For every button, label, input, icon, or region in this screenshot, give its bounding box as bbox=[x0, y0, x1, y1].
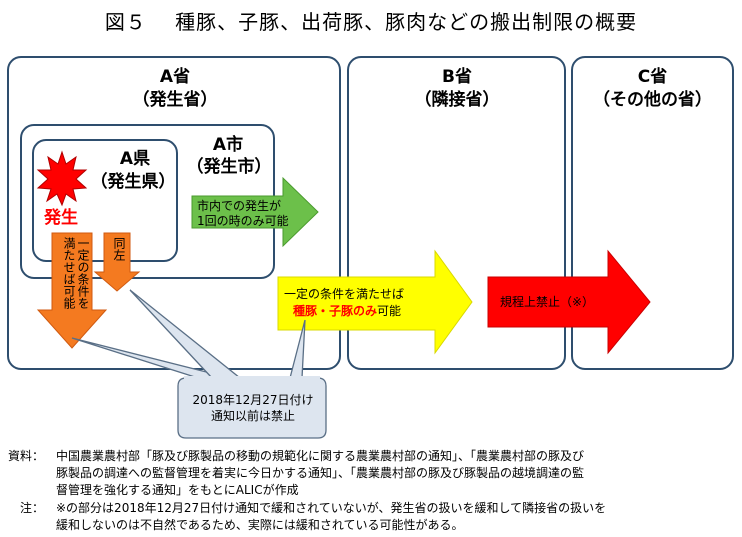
arrow-city-text-2: 1回の時のみ可能 bbox=[197, 214, 289, 228]
footer-source-line-1: 中国農業農村部「豚及び豚製品の移動の規範化に関する農業農村部の通知」、「農業農村… bbox=[56, 449, 585, 463]
county-a-name: A県 bbox=[119, 149, 151, 169]
outbreak-label: 発生 bbox=[44, 208, 78, 228]
province-b-role: （隣接省） bbox=[414, 90, 500, 110]
province-b-name: B省 bbox=[442, 67, 472, 87]
outbreak-explosion-icon bbox=[36, 150, 88, 207]
arrow-yellow-emph: 種豚・子豚のみ bbox=[293, 304, 378, 318]
arrow-yellow-text-2: 種豚・子豚のみ可能 bbox=[293, 304, 453, 319]
callout-mask bbox=[184, 376, 320, 386]
footer-note-label: 注： bbox=[20, 501, 45, 515]
arrow-yellow-rest: 可能 bbox=[377, 304, 402, 318]
arrow-down-left bbox=[36, 232, 108, 349]
arrow-red bbox=[487, 249, 651, 355]
footer-source-label: 資料： bbox=[8, 449, 45, 463]
arrow-yellow-text-1: 一定の条件を満たせば bbox=[284, 287, 405, 301]
arrow-city-text-1: 市内での発生が bbox=[197, 199, 282, 213]
city-a-role: （発生市） bbox=[186, 157, 272, 177]
footer-source-line-2: 豚製品の調達への監督管理を着実に今日かする通知」、「農業農村部の豚及び豚製品の越… bbox=[56, 466, 585, 480]
figure-title: 図５ 種豚、子豚、出荷豚、豚肉などの搬出制限の概要 bbox=[104, 10, 638, 34]
province-a-name: A省 bbox=[159, 67, 191, 87]
callout-text-1: 2018年12月27日付け bbox=[192, 393, 314, 407]
arrow-yellow bbox=[277, 249, 473, 355]
arrow-down-right-text: 同左 bbox=[112, 237, 126, 261]
callout-pointer bbox=[129, 289, 242, 379]
arrow-down-left-text: 一定の条件を満たせば可能 bbox=[62, 237, 90, 309]
province-c-role: （その他の省） bbox=[593, 90, 712, 110]
arrow-down-right bbox=[93, 232, 141, 292]
city-a-name: A市 bbox=[212, 135, 244, 155]
province-c-name: C省 bbox=[637, 67, 668, 87]
arrow-red-text: 規程上禁止（※） bbox=[500, 295, 595, 309]
callout-text-2: 通知以前は禁止 bbox=[210, 409, 295, 423]
footer-source-line-3: 督管理を強化する通知」をもとにALICが作成 bbox=[56, 483, 299, 497]
county-a-role: （発生県） bbox=[90, 172, 176, 192]
province-a-role: （発生省） bbox=[132, 90, 218, 110]
footer-note-line-1: ※の部分は2018年12月27日付け通知で緩和されていないが、発生省の扱いを緩和… bbox=[56, 501, 607, 515]
footer-note-line-2: 緩和しないのは不自然であるため、実際には緩和されている可能性がある。 bbox=[56, 518, 464, 532]
arrow-city-green bbox=[191, 176, 319, 248]
